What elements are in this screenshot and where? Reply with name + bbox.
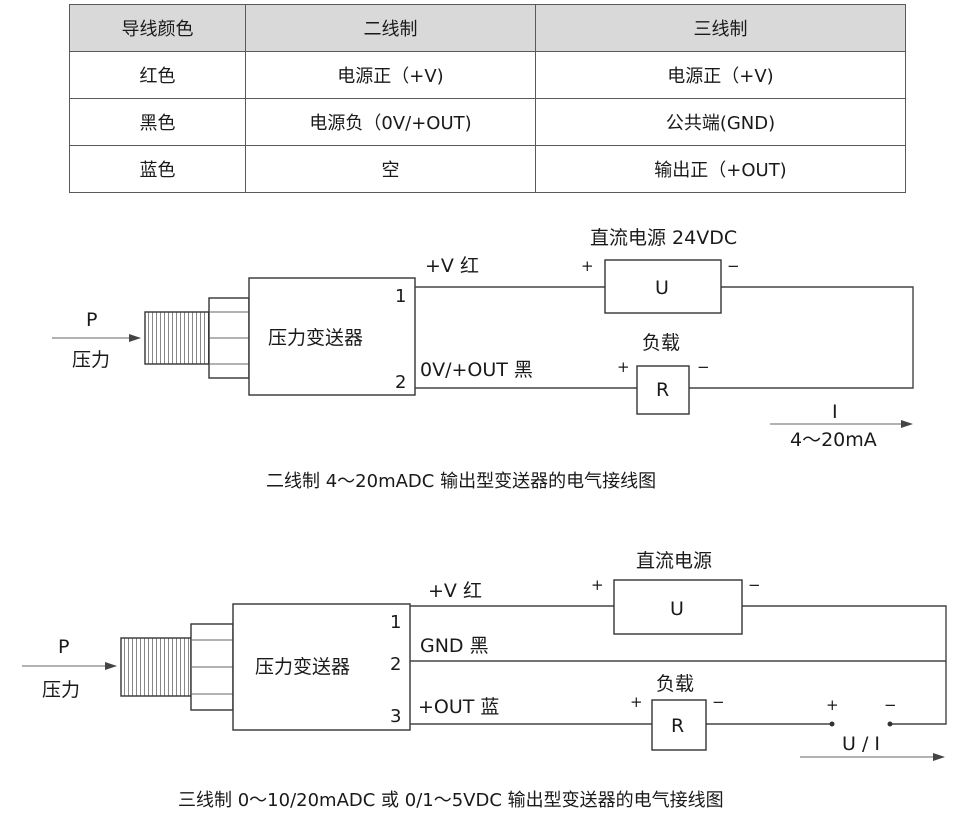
table-cell: 电源正（+V) bbox=[245, 51, 536, 99]
three-wire-caption: 三线制 0～10/20mADC 或 0/1～5VDC 输出型变送器的电气接线图 bbox=[178, 790, 724, 811]
output-label: U / I bbox=[842, 733, 880, 755]
table-header-row: 导线颜色 二线制 三线制 bbox=[69, 4, 906, 52]
load-box bbox=[636, 365, 690, 415]
load-minus: − bbox=[712, 693, 725, 711]
two-wire-caption: 二线制 4～20mADC 输出型变送器的电气接线图 bbox=[266, 471, 656, 492]
load-box-label: R bbox=[656, 379, 669, 401]
supply-box-label: U bbox=[655, 277, 669, 299]
table-cell: 空 bbox=[245, 145, 536, 193]
two-wire-diagram: P 压力 压力变送器 1 2 +V 红 0V/+OUT 黑 直流电源 24VDC… bbox=[52, 227, 914, 492]
wire-2-label: GND 黑 bbox=[420, 635, 489, 657]
load-label: 负载 bbox=[642, 332, 680, 354]
load-box-label: R bbox=[671, 715, 684, 737]
transmitter-label: 压力变送器 bbox=[268, 327, 363, 349]
table-cell: 电源负（0V/+OUT) bbox=[245, 98, 536, 146]
pressure-symbol: P bbox=[58, 636, 69, 658]
load-minus: − bbox=[697, 358, 710, 376]
table-cell: 红色 bbox=[69, 51, 246, 99]
pin-2: 2 bbox=[390, 654, 401, 675]
supply-box bbox=[613, 579, 743, 635]
supply-minus: − bbox=[727, 257, 740, 275]
output-terminal-plus bbox=[829, 721, 835, 727]
pin-1: 1 bbox=[395, 286, 406, 307]
wire-3-label: +OUT 蓝 bbox=[418, 696, 499, 718]
table-row: 蓝色 空 输出正（+OUT) bbox=[69, 145, 906, 193]
return-wire bbox=[742, 605, 947, 725]
wire-color-table: 导线颜色 二线制 三线制 红色 电源正（+V) 电源正（+V) 黑色 电源负（0… bbox=[69, 4, 906, 193]
wire-1-label: +V 红 bbox=[428, 580, 482, 602]
load-plus: + bbox=[630, 693, 643, 711]
supply-box bbox=[604, 259, 722, 314]
table-row: 红色 电源正（+V) 电源正（+V) bbox=[69, 51, 906, 99]
load-box bbox=[651, 699, 707, 751]
output-plus: + bbox=[826, 696, 839, 714]
load-label: 负载 bbox=[656, 673, 694, 695]
pressure-label: 压力 bbox=[42, 679, 80, 701]
transmitter-label: 压力变送器 bbox=[255, 656, 350, 678]
table-cell: 蓝色 bbox=[69, 145, 246, 193]
pressure-fitting bbox=[144, 297, 250, 379]
table-cell: 电源正（+V) bbox=[535, 51, 906, 99]
transmitter-box bbox=[248, 277, 416, 396]
current-range: 4～20mA bbox=[790, 429, 877, 451]
pin-2: 2 bbox=[395, 372, 406, 393]
supply-label: 直流电源 bbox=[636, 550, 712, 572]
pressure-label: 压力 bbox=[72, 349, 110, 371]
pin-1: 1 bbox=[390, 612, 401, 633]
table-cell: 公共端(GND) bbox=[535, 98, 906, 146]
three-wire-diagram: P 压力 压力变送器 1 2 3 +V 红 GND 黑 +OUT 蓝 直流电源 … bbox=[22, 550, 947, 811]
transmitter-box bbox=[232, 603, 411, 731]
pressure-symbol: P bbox=[86, 309, 97, 331]
pressure-fitting bbox=[120, 623, 234, 711]
supply-plus: + bbox=[581, 257, 594, 275]
supply-label: 直流电源 24VDC bbox=[590, 227, 737, 249]
table-cell: 输出正（+OUT) bbox=[535, 145, 906, 193]
table-row: 黑色 电源负（0V/+OUT) 公共端(GND) bbox=[69, 98, 906, 146]
supply-minus: − bbox=[748, 576, 761, 594]
pin-3: 3 bbox=[390, 706, 401, 727]
supply-plus: + bbox=[591, 576, 604, 594]
output-terminal-minus bbox=[887, 721, 893, 727]
output-minus: − bbox=[884, 696, 897, 714]
supply-box-label: U bbox=[670, 598, 684, 620]
return-wire bbox=[689, 286, 914, 389]
header-wire-color: 导线颜色 bbox=[69, 4, 246, 52]
wire-1-label: +V 红 bbox=[425, 255, 479, 277]
current-symbol: I bbox=[832, 401, 838, 423]
wire-2-label: 0V/+OUT 黑 bbox=[420, 359, 533, 381]
load-plus: + bbox=[617, 358, 630, 376]
